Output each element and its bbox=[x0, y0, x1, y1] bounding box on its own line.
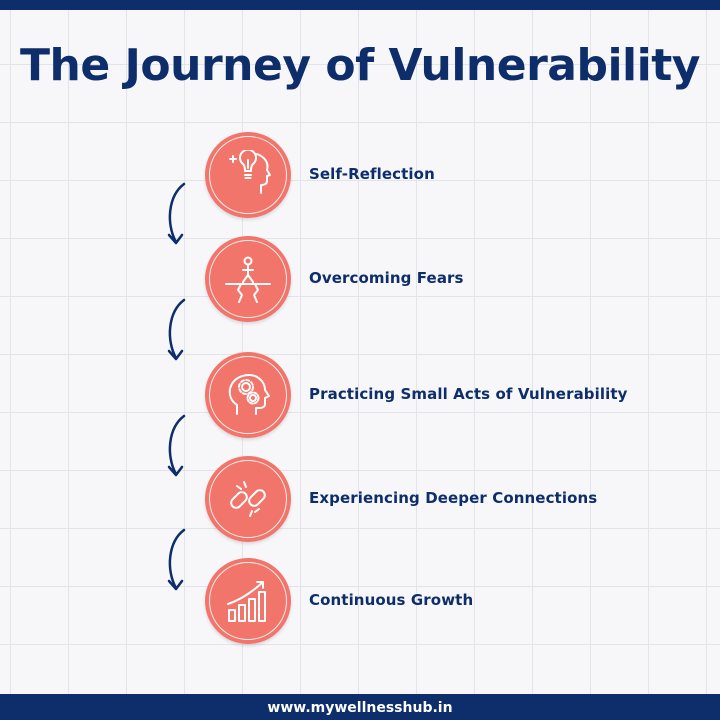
step-badge bbox=[205, 352, 291, 438]
person-bridge-icon bbox=[225, 256, 271, 303]
head-gears-icon bbox=[228, 374, 270, 415]
step-self-reflection: Self-Reflection bbox=[205, 132, 685, 218]
top-bar bbox=[0, 0, 720, 10]
flow-arrow-icon bbox=[167, 528, 186, 591]
step-label: Practicing Small Acts of Vulnerability bbox=[309, 385, 628, 403]
lightbulb-head-icon bbox=[229, 150, 271, 194]
step-continuous-growth: Continuous Growth bbox=[205, 558, 685, 644]
step-label: Experiencing Deeper Connections bbox=[309, 489, 598, 507]
footer-bar bbox=[0, 694, 720, 720]
step-badge bbox=[205, 132, 291, 218]
step-label: Self-Reflection bbox=[309, 165, 435, 183]
step-practicing-small-acts: Practicing Small Acts of Vulnerability bbox=[205, 352, 685, 438]
step-badge bbox=[205, 456, 291, 542]
flow-arrow-icon bbox=[167, 414, 186, 477]
flow-arrow-icon bbox=[167, 298, 186, 361]
step-deeper-connections: Experiencing Deeper Connections bbox=[205, 456, 685, 542]
growth-chart-icon bbox=[227, 581, 266, 622]
flow-arrow-icon bbox=[167, 182, 186, 245]
step-badge bbox=[205, 558, 291, 644]
step-badge bbox=[205, 236, 291, 322]
step-overcoming-fears: Overcoming Fears bbox=[205, 236, 685, 322]
page-title: The Journey of Vulnerability bbox=[20, 40, 700, 91]
step-label: Continuous Growth bbox=[309, 591, 474, 609]
step-label: Overcoming Fears bbox=[309, 269, 464, 287]
broken-chain-icon bbox=[230, 481, 266, 517]
footer-url[interactable]: www.mywellnesshub.in bbox=[267, 700, 453, 716]
